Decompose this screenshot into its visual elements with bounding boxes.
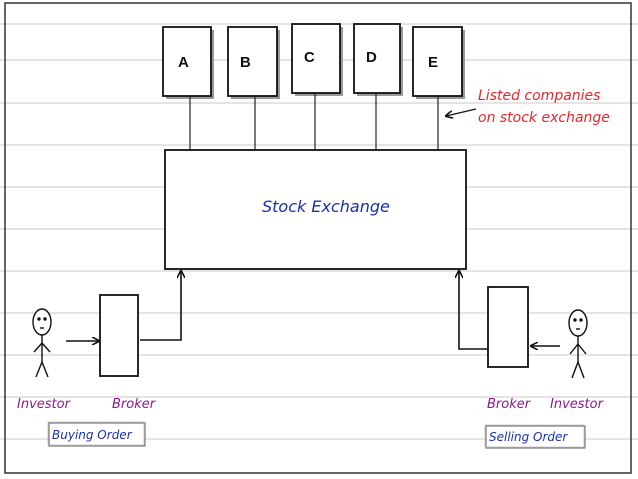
broker-right-label: Broker bbox=[487, 397, 532, 412]
investor-right-figure bbox=[568, 309, 588, 379]
annotation-arrow bbox=[446, 108, 477, 116]
stock-exchange-label: Stock Exchange bbox=[262, 197, 390, 216]
arrow-broker-to-exchange-left bbox=[140, 271, 181, 341]
company-label-d: D bbox=[366, 49, 377, 66]
investor-left-figure bbox=[32, 308, 52, 378]
company-label-c: C bbox=[304, 49, 315, 66]
company-label-b: B bbox=[240, 54, 251, 71]
buying-order-box: Buying Order bbox=[47, 421, 146, 447]
company-connectors bbox=[189, 93, 439, 150]
company-box-a: A bbox=[162, 26, 214, 99]
company-box-c: C bbox=[291, 23, 343, 96]
page-frame bbox=[4, 2, 632, 474]
selling-order-label: Selling Order bbox=[489, 430, 568, 444]
company-box-d: D bbox=[353, 23, 403, 96]
company-box-e: E bbox=[412, 26, 465, 99]
broker-right-box bbox=[487, 286, 529, 368]
selling-order-box: Selling Order bbox=[484, 424, 586, 449]
buying-order-label: Buying Order bbox=[52, 428, 133, 442]
annotation-line-1: Listed companies bbox=[478, 88, 600, 104]
broker-left-box bbox=[99, 294, 139, 377]
company-label-a: A bbox=[178, 54, 189, 71]
investor-right-label: Investor bbox=[550, 397, 605, 412]
broker-left-label: Broker bbox=[112, 397, 157, 412]
stock-exchange-box bbox=[164, 149, 467, 270]
annotation-line-2: on stock exchange bbox=[478, 110, 610, 126]
arrow-broker-to-exchange-right bbox=[459, 271, 488, 350]
investor-left-label: Investor bbox=[17, 397, 72, 412]
company-box-b: B bbox=[227, 26, 280, 99]
company-label-e: E bbox=[428, 54, 438, 71]
